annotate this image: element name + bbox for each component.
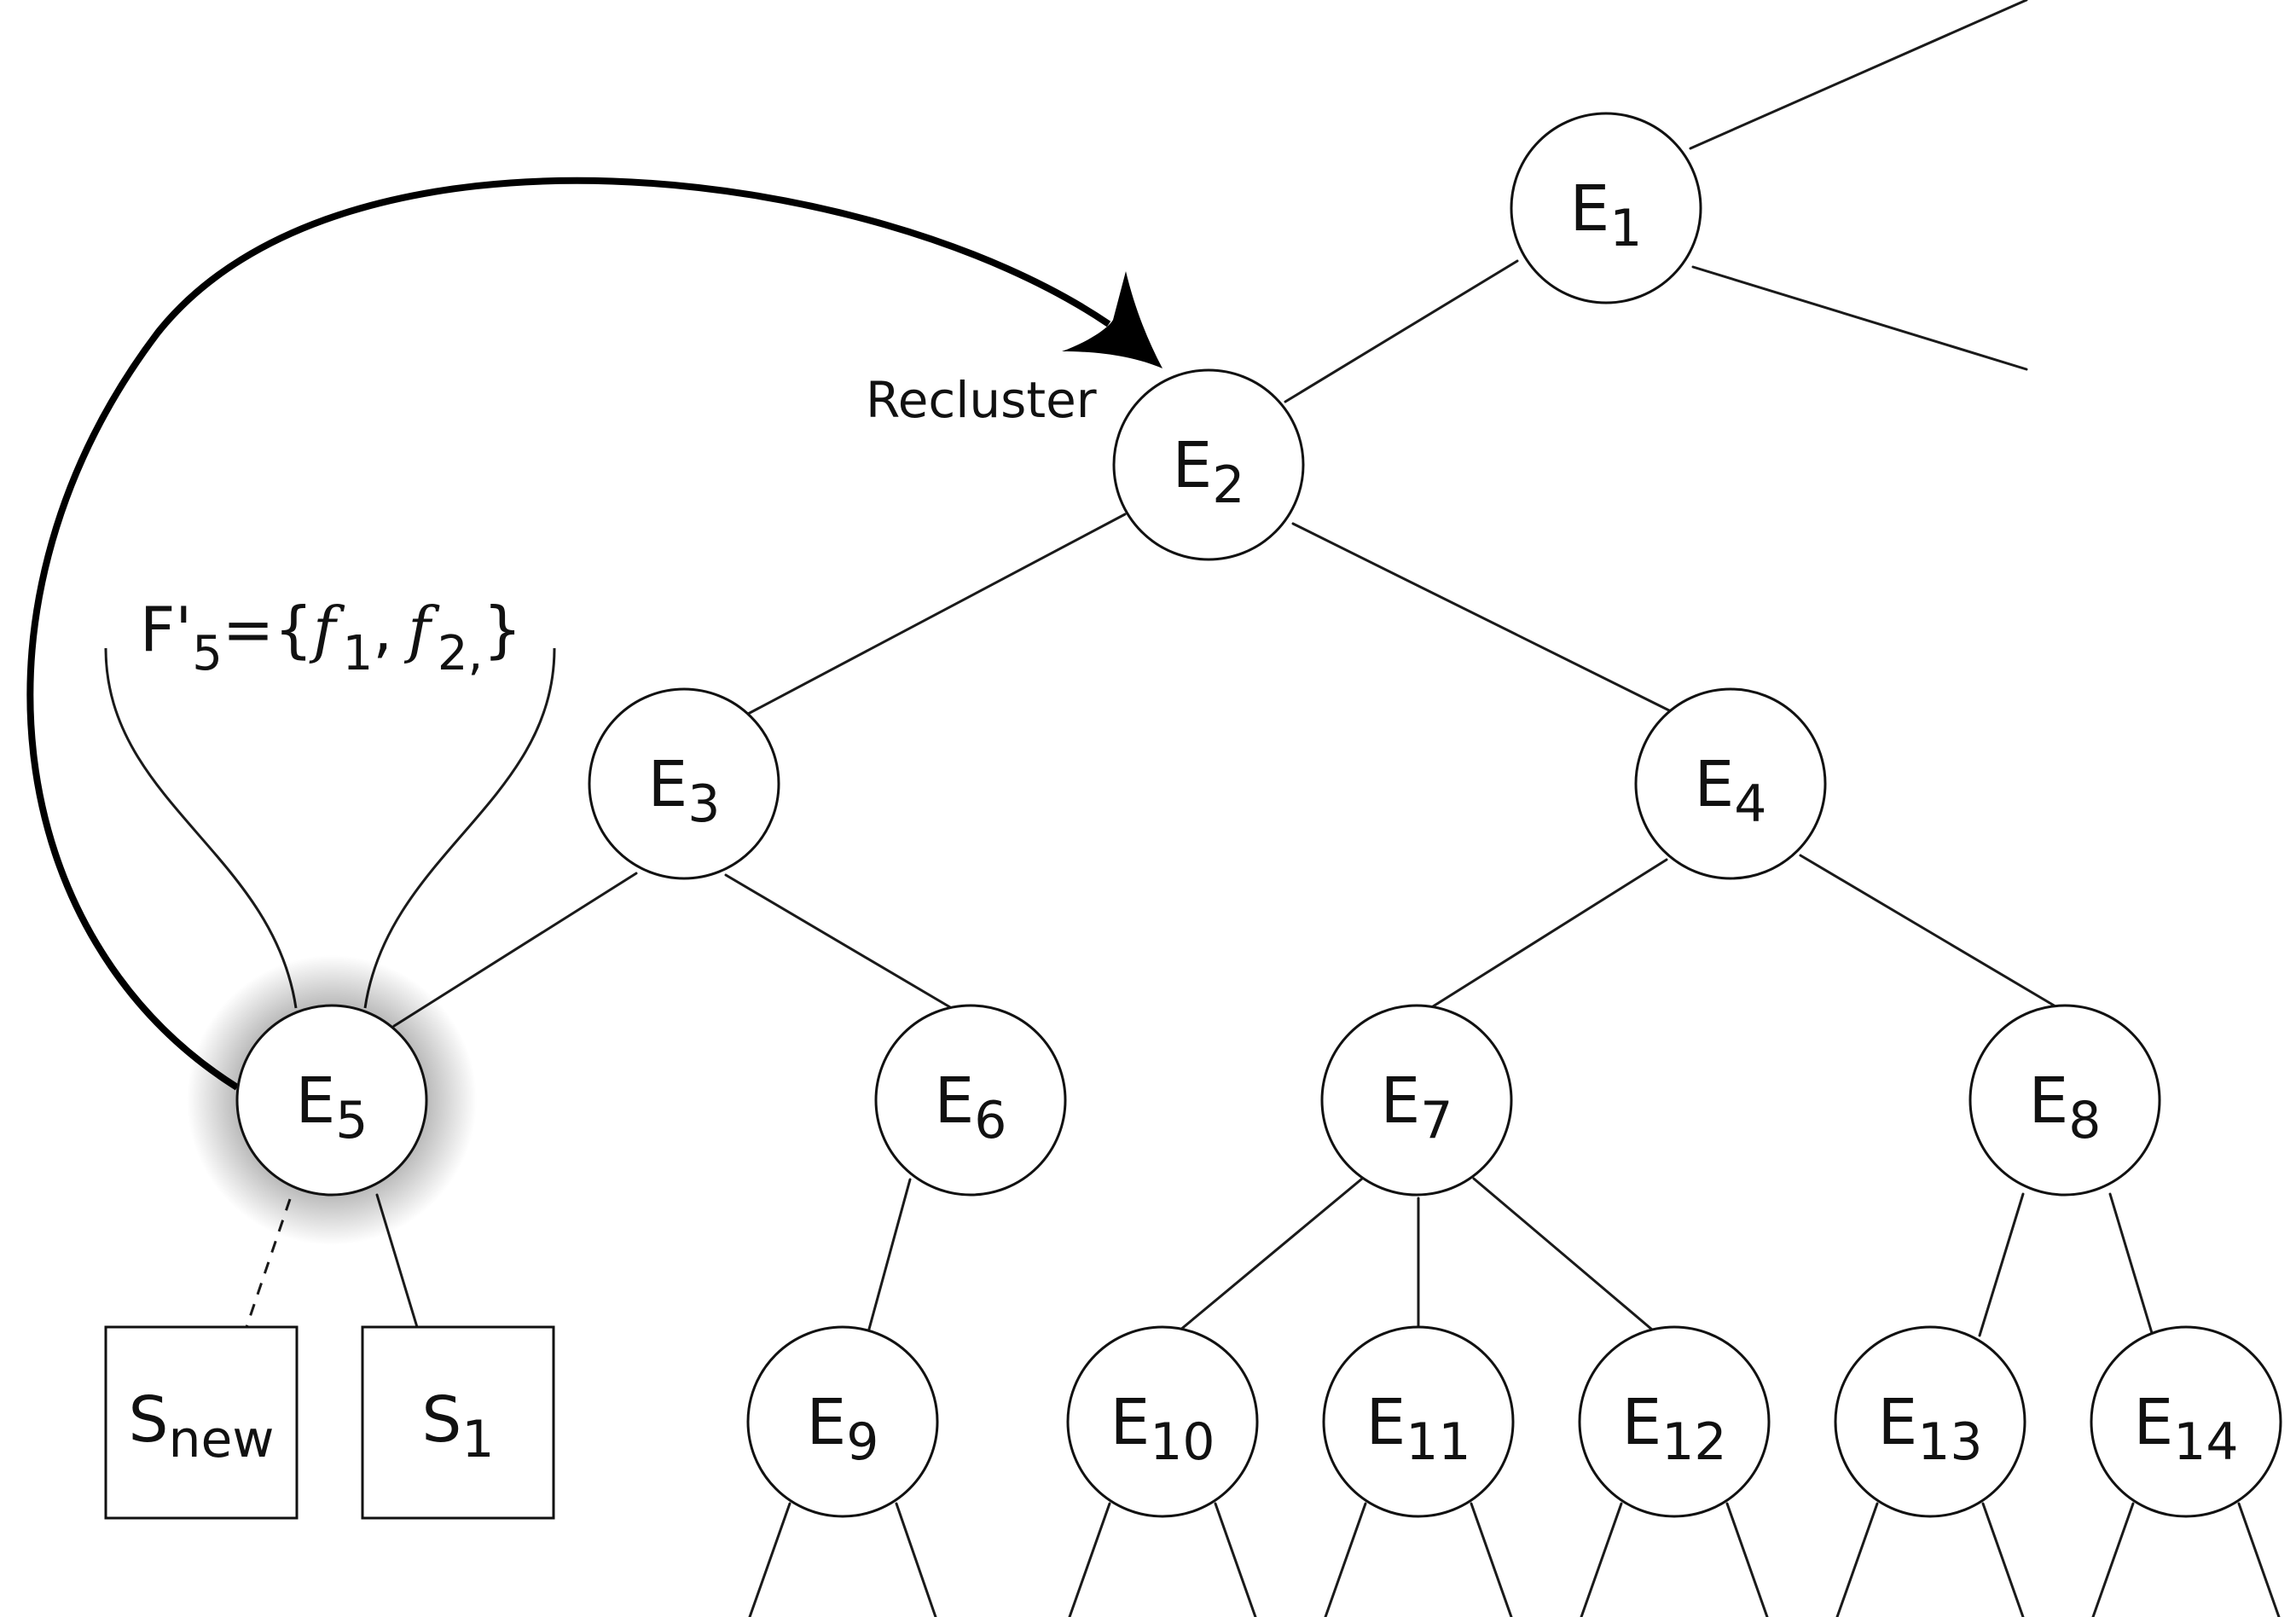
node-e4-label: E <box>1695 748 1735 821</box>
node-e11-label: E <box>1365 1386 1406 1459</box>
svg-text:E11: E11 <box>1365 1386 1470 1472</box>
edge-e14-stub-right <box>2237 1502 2281 1617</box>
node-e11[interactable]: E11 <box>1322 1325 1515 1518</box>
recluster-arrow <box>26 177 1162 1091</box>
edge-e13-stub-left <box>1835 1502 1879 1617</box>
edge-e7-e10 <box>1178 1177 1364 1332</box>
edge-e4-e8 <box>1799 854 2057 1008</box>
node-e2[interactable]: E2 <box>1112 368 1305 561</box>
edge-e6-e9 <box>867 1178 912 1334</box>
node-e12-label: E <box>1621 1386 1661 1459</box>
edge-e11-stub-right <box>1470 1502 1513 1617</box>
edge-e1-e2 <box>1284 259 1519 403</box>
edge-e2-e4 <box>1291 522 1673 713</box>
node-e6-label: E <box>935 1064 975 1138</box>
node-snew-label: S <box>129 1383 169 1457</box>
edge-e11-stub-left <box>1324 1502 1367 1617</box>
feature-curve-left <box>104 647 298 1009</box>
svg-text:E1: E1 <box>1570 172 1643 258</box>
edge-e10-stub-left <box>1068 1502 1111 1617</box>
node-e1-label: E <box>1570 172 1610 246</box>
edges <box>245 0 2281 1617</box>
node-e5[interactable]: E5 <box>235 1004 428 1197</box>
edge-e1-right <box>1691 265 2028 371</box>
node-e8[interactable]: E8 <box>1968 1004 2161 1197</box>
feature-curve-right <box>363 647 556 1009</box>
node-e9-label: E <box>807 1386 847 1459</box>
node-e5-label: E <box>296 1064 336 1138</box>
edge-e12-stub-right <box>1725 1502 1769 1617</box>
node-e4[interactable]: E4 <box>1634 687 1827 880</box>
node-e6[interactable]: E6 <box>874 1004 1067 1197</box>
node-e13[interactable]: E13 <box>1834 1325 2026 1518</box>
edge-e9-stub-left <box>748 1502 791 1617</box>
svg-text:Snew: Snew <box>129 1383 275 1469</box>
svg-text:E2: E2 <box>1173 429 1245 515</box>
node-e14[interactable]: E14 <box>2090 1325 2282 1518</box>
edge-e9-stub-right <box>895 1502 937 1617</box>
node-e7-label: E <box>1381 1064 1421 1138</box>
node-e14-label: E <box>2133 1386 2173 1459</box>
node-e12[interactable]: E12 <box>1578 1325 1771 1518</box>
edge-e3-e6 <box>724 873 952 1009</box>
svg-text:E12: E12 <box>1621 1386 1726 1472</box>
node-e1[interactable]: E1 <box>1510 112 1702 304</box>
svg-text:E7: E7 <box>1381 1064 1453 1150</box>
svg-text:E5: E5 <box>296 1064 368 1150</box>
node-e2-label: E <box>1173 429 1213 502</box>
feature-brace <box>104 647 556 1009</box>
svg-text:E9: E9 <box>807 1386 879 1472</box>
svg-text:E3: E3 <box>648 748 721 834</box>
svg-text:E13: E13 <box>1877 1386 1982 1472</box>
edge-e14-stub-left <box>2091 1502 2135 1617</box>
edge-e2-e3 <box>746 513 1127 716</box>
recluster-label: Recluster <box>866 371 1097 429</box>
svg-text:E4: E4 <box>1695 748 1767 834</box>
node-e13-label: E <box>1877 1386 1917 1459</box>
svg-text:E14: E14 <box>2133 1386 2238 1472</box>
svg-text:E10: E10 <box>1110 1386 1215 1472</box>
recluster-arc <box>26 177 1111 1091</box>
node-e9[interactable]: E9 <box>746 1325 939 1518</box>
edge-e8-e14 <box>2108 1192 2154 1335</box>
node-e7[interactable]: E7 <box>1320 1004 1513 1197</box>
node-e8-label: E <box>2029 1064 2069 1138</box>
edge-e10-stub-right <box>1214 1502 1257 1617</box>
svg-text:S1: S1 <box>421 1383 494 1469</box>
node-snew[interactable]: Snew <box>104 1325 299 1520</box>
edge-e13-stub-right <box>1981 1502 2025 1617</box>
edge-e1-up <box>1689 0 2028 150</box>
edge-e4-e7 <box>1429 858 1668 1010</box>
edge-e8-e13 <box>1978 1192 2025 1337</box>
node-s1[interactable]: S1 <box>361 1325 555 1520</box>
svg-text:E6: E6 <box>935 1064 1007 1150</box>
node-e10[interactable]: E10 <box>1066 1325 1259 1518</box>
arrowhead-icon <box>1062 271 1162 368</box>
node-e3-label: E <box>648 748 688 821</box>
node-s1-label: S <box>421 1383 461 1457</box>
svg-text:E8: E8 <box>2029 1064 2102 1150</box>
node-e3[interactable]: E3 <box>588 687 780 880</box>
node-e10-label: E <box>1110 1386 1150 1459</box>
edge-e7-e12 <box>1472 1177 1654 1331</box>
edge-e12-stub-left <box>1580 1502 1623 1617</box>
